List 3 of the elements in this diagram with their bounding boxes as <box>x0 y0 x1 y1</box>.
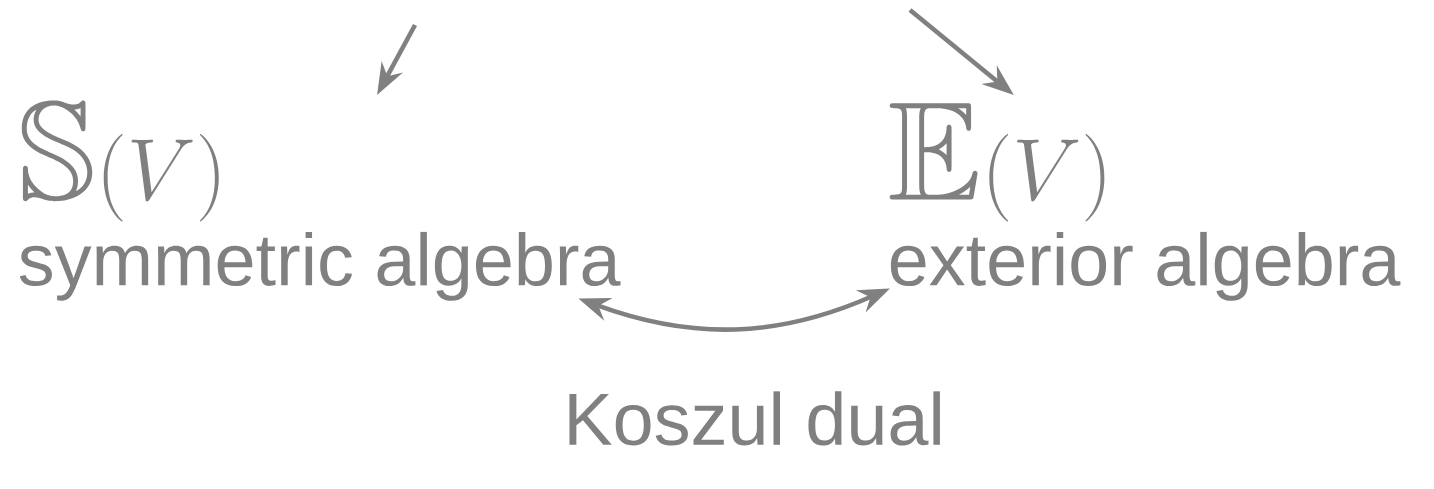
math-label: $\mathbb{E}(V)$ exterior algebra <box>889 103 1401 301</box>
math-label: $\mathbb{S}(V)$ symmetric algebra <box>19 100 621 301</box>
edge-label: Koszul dual <box>556 384 952 453</box>
